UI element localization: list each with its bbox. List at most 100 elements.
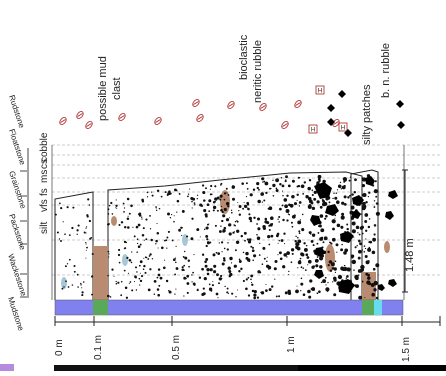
sediment-dot <box>198 276 202 279</box>
sediment-dot <box>268 243 271 246</box>
sediment-dot <box>256 186 259 190</box>
sediment-dot <box>61 287 64 290</box>
sediment-dot <box>139 279 143 283</box>
sediment-dot <box>219 184 222 186</box>
sediment-dot <box>228 232 232 236</box>
bottom-strip <box>0 363 446 371</box>
sediment-dot <box>351 259 356 265</box>
sediment-dot <box>297 184 301 188</box>
sediment-dot <box>184 256 188 260</box>
sediment-dot <box>222 214 226 218</box>
sediment-dot <box>289 203 294 208</box>
sediment-dot <box>322 279 327 284</box>
sediment-dot <box>80 282 82 285</box>
sediment-dot <box>148 255 151 257</box>
sediment-dot <box>149 228 152 230</box>
sediment-dot <box>136 251 138 253</box>
sediment-dot <box>200 204 204 208</box>
sediment-dot <box>340 248 344 252</box>
sediment-dot <box>361 184 366 188</box>
sediment-dot <box>314 258 319 263</box>
sediment-dot <box>145 256 148 259</box>
sediment-dot <box>346 275 349 278</box>
sediment-dot <box>190 237 194 241</box>
sediment-dot <box>110 201 113 205</box>
bioclast-symbol <box>294 100 302 108</box>
sediment-dot <box>277 242 279 244</box>
sediment-dot <box>283 198 288 202</box>
sediment-dot <box>242 207 245 210</box>
grain-label-cs: cs <box>39 159 50 169</box>
sediment-dot <box>263 199 266 202</box>
sediment-dot <box>313 190 317 195</box>
sediment-dot <box>216 209 219 212</box>
sediment-dot <box>348 270 351 272</box>
sediment-dot <box>206 203 210 207</box>
sediment-dot <box>167 230 170 233</box>
sediment-dot <box>150 191 153 193</box>
sediment-dot <box>298 232 301 235</box>
sediment-dot <box>373 288 377 292</box>
sediment-dot <box>246 238 250 241</box>
sediment-dot <box>272 183 276 188</box>
sediment-dot <box>66 206 69 209</box>
sediment-dot <box>256 182 260 186</box>
sediment-dot <box>219 198 222 201</box>
sediment-dot <box>364 213 369 217</box>
sediment-dot <box>225 187 228 190</box>
sediment-dot <box>183 250 186 253</box>
bioclast-symbol <box>59 117 67 125</box>
sediment-dot <box>188 265 190 268</box>
sediment-dot <box>369 240 373 244</box>
sediment-dot <box>91 252 94 256</box>
sediment-dot <box>223 207 227 212</box>
sediment-dot <box>162 266 166 270</box>
sediment-dot <box>353 191 357 194</box>
sediment-dot <box>153 280 157 283</box>
sediment-dot <box>367 247 372 252</box>
sediment-dot <box>166 236 169 239</box>
sediment-dot <box>205 234 209 238</box>
sediment-dot <box>107 212 110 215</box>
sediment-dot <box>187 193 190 195</box>
sediment-dot <box>330 262 335 267</box>
sediment-dot <box>248 238 252 241</box>
sediment-dot <box>242 251 245 254</box>
sediment-dot <box>159 276 163 280</box>
sediment-dot <box>307 289 311 294</box>
sediment-dot <box>201 253 205 256</box>
left-axis-ticks <box>20 148 29 298</box>
sediment-dot <box>206 241 210 245</box>
sediment-dot <box>262 181 264 183</box>
sediment-dot <box>193 254 195 256</box>
cyan-band <box>374 300 382 315</box>
sediment-dot <box>329 241 331 244</box>
green-band-1 <box>93 300 108 315</box>
sediment-dot <box>360 264 365 270</box>
sediment-dot <box>368 191 371 194</box>
texture-label-mudstone: Mudstone <box>6 296 26 333</box>
sediment-dot <box>89 237 92 240</box>
sediment-dot <box>231 185 236 189</box>
sediment-dot <box>115 199 117 201</box>
sediment-dot <box>311 189 314 192</box>
sediment-dot <box>327 291 329 293</box>
texture-label-rudstone: Rudstone <box>7 94 26 130</box>
sediment-dot <box>238 210 240 212</box>
sediment-dot <box>113 275 115 277</box>
sediment-dot <box>288 270 290 273</box>
sediment-dot <box>186 274 190 278</box>
sediment-dot <box>205 214 208 218</box>
sediment-dot <box>223 259 226 262</box>
sediment-dot <box>210 289 213 292</box>
sediment-dot <box>146 196 149 198</box>
sediment-dot <box>133 281 136 283</box>
sediment-dot <box>138 214 142 217</box>
sediment-dot <box>222 230 225 233</box>
sediment-dots <box>54 174 380 300</box>
sediment-dot <box>81 291 84 294</box>
sediment-dot <box>228 217 231 219</box>
sediment-dot <box>136 238 139 241</box>
sediment-dot <box>267 207 270 210</box>
sediment-dot <box>220 241 224 244</box>
